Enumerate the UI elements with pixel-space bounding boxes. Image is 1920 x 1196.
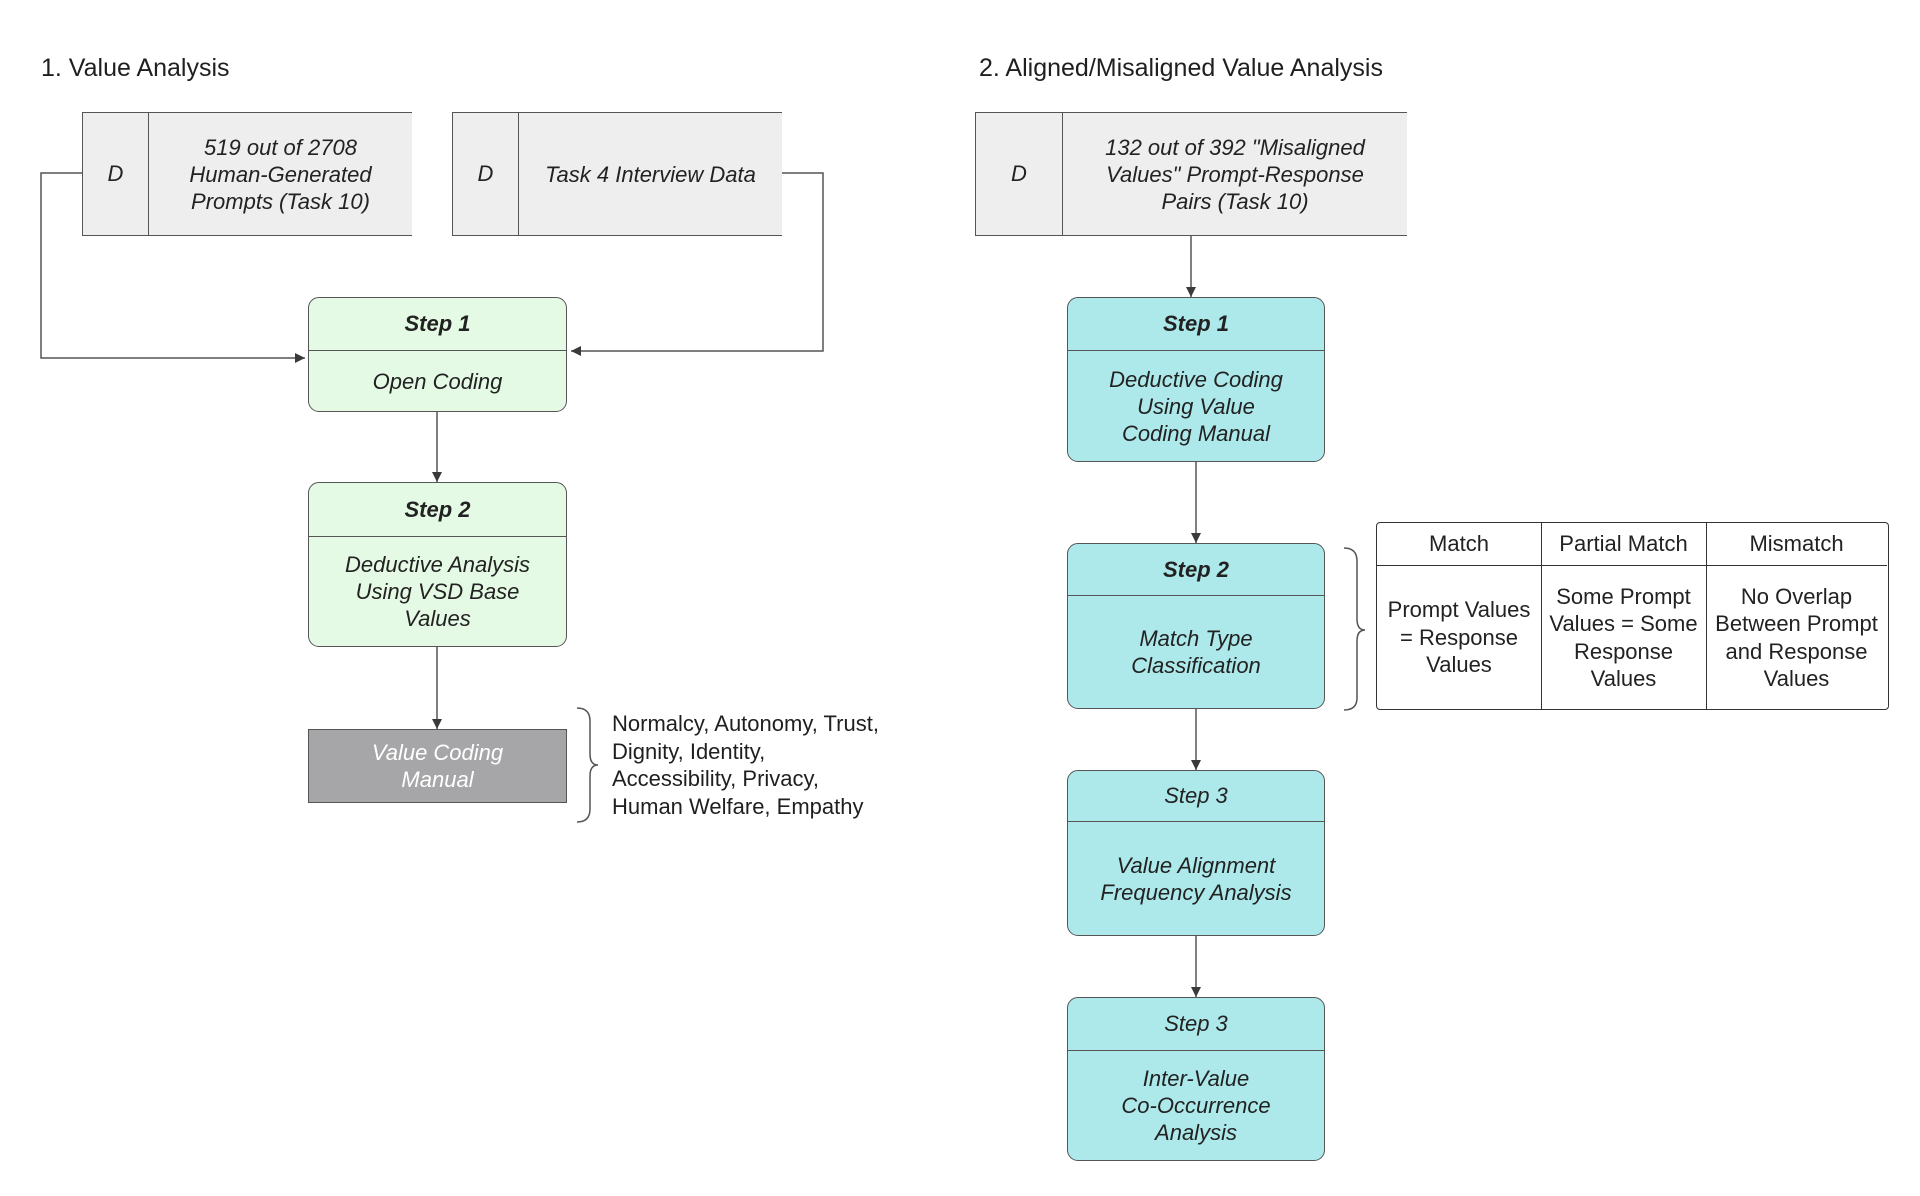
values-list: Normalcy, Autonomy, Trust, Dignity, Iden…: [612, 711, 879, 819]
datastore-letter: D: [83, 113, 149, 235]
step-header: Step 1: [309, 298, 566, 351]
step-body: Match Type Classification: [1131, 626, 1261, 678]
table-cell-mismatch: No Overlap Between Prompt and Response V…: [1715, 583, 1878, 692]
datastore-interview-data: D Task 4 Interview Data: [452, 112, 782, 236]
table-header-match: Match: [1377, 523, 1541, 566]
s1-step1-box: Step 1 Open Coding: [308, 297, 567, 412]
brace-values: [576, 707, 599, 823]
step-header: Step 1: [1068, 298, 1324, 351]
value-coding-manual-box: Value Coding Manual: [308, 729, 567, 803]
step-body: Inter-Value Co-Occurrence Analysis: [1121, 1066, 1271, 1145]
step-body: Deductive Analysis Using VSD Base Values: [344, 552, 531, 631]
s2-step2-box: Step 2 Match Type Classification: [1067, 543, 1325, 709]
datastore-label: 519 out of 2708 Human-Generated Prompts …: [189, 134, 372, 214]
brace-match-types: [1343, 547, 1366, 711]
datastore-letter: D: [976, 113, 1063, 235]
table-cell-match: Prompt Values = Response Values: [1387, 597, 1531, 678]
section2-title: 2. Aligned/Misaligned Value Analysis: [979, 54, 1383, 82]
step-header: Step 3: [1068, 998, 1324, 1051]
connector-left-datastore-to-step1: [40, 172, 305, 363]
step-header: Step 2: [1068, 544, 1324, 596]
connector-interview-to-step1: [571, 172, 824, 356]
table-divider: [1541, 523, 1542, 709]
table-header-mismatch: Mismatch: [1706, 523, 1887, 566]
datastore-label: Task 4 Interview Data: [545, 161, 756, 187]
section1-title: 1. Value Analysis: [41, 54, 230, 82]
s2-step1-box: Step 1 Deductive Coding Using Value Codi…: [1067, 297, 1325, 462]
table-divider: [1706, 523, 1707, 709]
datastore-human-prompts: D 519 out of 2708 Human-Generated Prompt…: [82, 112, 412, 236]
step-body: Value Alignment Frequency Analysis: [1100, 852, 1292, 905]
step-body: Open Coding: [372, 368, 503, 394]
s2-step3b-box: Step 3 Inter-Value Co-Occurrence Analysi…: [1067, 997, 1325, 1161]
s2-step3-box: Step 3 Value Alignment Frequency Analysi…: [1067, 770, 1325, 936]
datastore-label: 132 out of 392 "Misaligned Values" Promp…: [1105, 134, 1365, 214]
step-header: Step 2: [309, 483, 566, 537]
step-header: Step 3: [1068, 771, 1324, 822]
s1-step2-box: Step 2 Deductive Analysis Using VSD Base…: [308, 482, 567, 647]
table-cell-partial-match: Some Prompt Values = Some Response Value…: [1549, 583, 1698, 692]
table-header-partial-match: Partial Match: [1541, 523, 1706, 566]
datastore-letter: D: [453, 113, 519, 235]
match-type-table: Match Partial Match Mismatch Prompt Valu…: [1376, 522, 1889, 710]
step-body: Deductive Coding Using Value Coding Manu…: [1109, 366, 1283, 446]
datastore-misaligned-pairs: D 132 out of 392 "Misaligned Values" Pro…: [975, 112, 1407, 236]
